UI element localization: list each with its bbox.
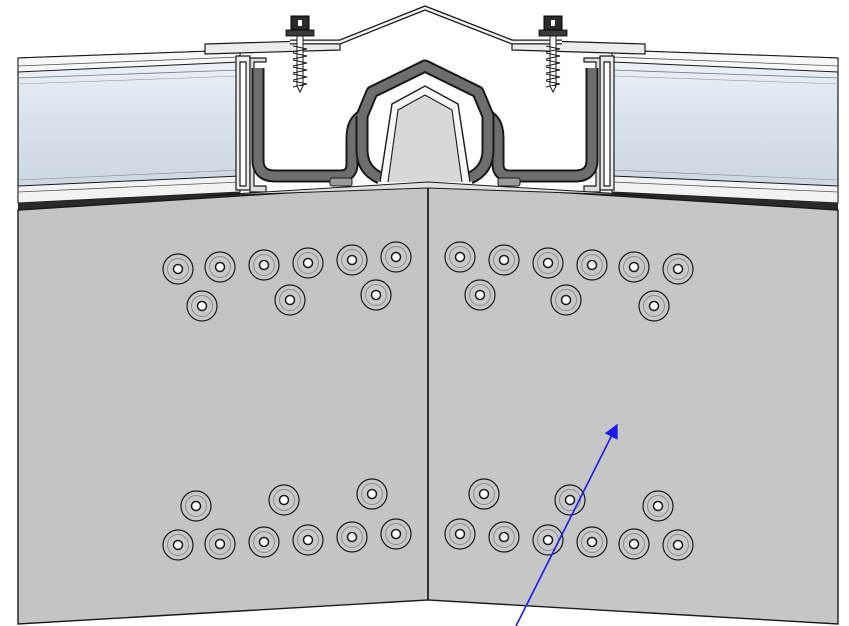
left-panel-fastener-bottom-4 [204,528,236,560]
left-panel-fastener-bottom-2 [356,478,388,510]
left-panel-fastener-bottom-8 [380,518,412,550]
left-panel-fastener-top-3 [292,247,324,279]
right-panel-fastener-top-6 [464,279,496,311]
fastener-group [162,241,694,561]
right-panel-fastener-bottom-2 [642,490,674,522]
right-glazing-panel [611,49,839,210]
left-panel-fastener-top-8 [360,279,392,311]
left-glazing-panel [17,49,241,210]
left-panel-fastener-top-4 [336,244,368,276]
callout-arrow [515,423,618,626]
ridge-seal-profile [355,59,495,184]
panel-top-edge [199,181,657,197]
right-panel-fastener-bottom-6 [576,526,608,558]
left-panel-fastener-top-2 [248,249,280,281]
right-panel-fastener-bottom-1 [554,484,586,516]
right-gasket [484,68,599,183]
right-panel-fastener-top-1 [488,244,520,276]
right-panel-fastener-top-2 [532,247,564,279]
left-panel-fastener-bottom-1 [268,484,300,516]
bottom-nuts [329,177,521,187]
right-panel-fastener-top-4 [618,251,650,283]
right-panel-fastener-bottom-0 [468,478,500,510]
right-panel-fastener-bottom-8 [662,529,694,561]
right-panel-fastener-bottom-7 [618,528,650,560]
screw-1 [538,15,568,94]
ridge-cap-flashing [290,5,562,45]
screw-0 [285,15,315,94]
left-panel-fastener-top-6 [186,290,218,322]
right-panel-fastener-top-3 [576,249,608,281]
left-panel-fastener-top-5 [380,241,412,273]
left-panel-fastener-bottom-5 [248,526,280,558]
right-panel-fastener-top-5 [662,253,694,285]
left-panel-fastener-bottom-3 [162,529,194,561]
right-panel-fastener-top-8 [638,290,670,322]
right-panel-fastener-bottom-4 [488,521,520,553]
left-gasket [251,68,366,183]
left-panel-fastener-bottom-7 [336,521,368,553]
screw-group [285,15,568,94]
right-panel-fastener-top-0 [444,241,476,273]
left-panel-fastener-bottom-6 [292,524,324,556]
right-panel-fastener-top-7 [550,284,582,316]
left-panel-fastener-top-0 [162,253,194,285]
right-panel-fastener-bottom-3 [444,518,476,550]
left-panel-fastener-top-1 [204,251,236,283]
left-panel-fastener-top-7 [274,284,306,316]
left-panel-fastener-bottom-0 [180,490,212,522]
